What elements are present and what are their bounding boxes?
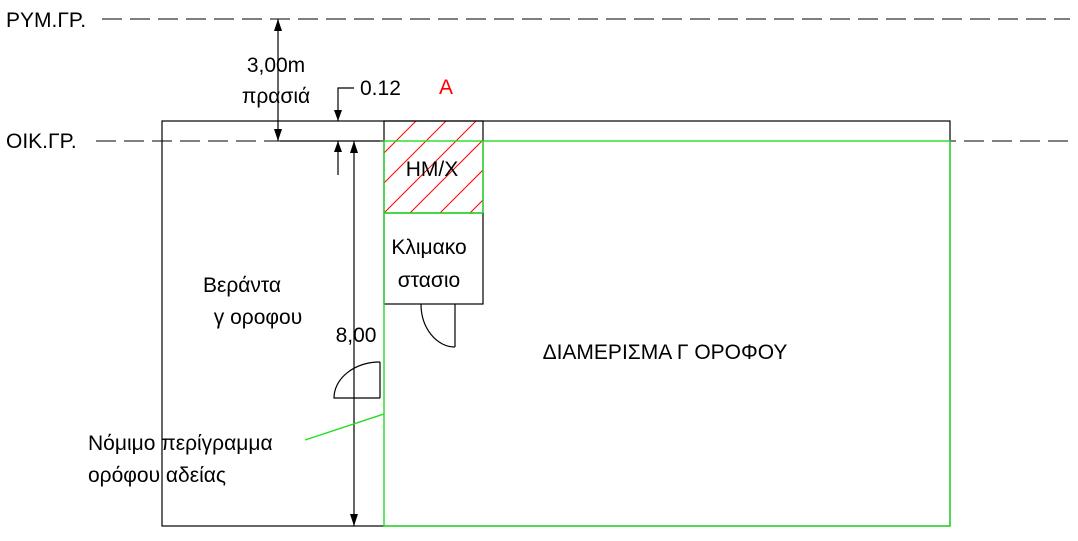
setback-label: πρασιά — [242, 85, 310, 108]
hatched-area-a — [384, 121, 483, 213]
apartment-label: ΔΙΑΜΕΡΙΣΜΑ Γ ΟΡΟΦΟΥ — [543, 341, 788, 364]
building-line-label: ΟΙΚ.ΓΡ. — [6, 130, 77, 153]
depth-value: 8,00 — [336, 324, 377, 347]
stair-label-2: στασιο — [398, 269, 460, 292]
veranda-door — [333, 361, 381, 399]
setback-dimension — [274, 19, 282, 141]
marker-a: A — [439, 76, 453, 99]
veranda-label-2: γ οροφου — [214, 306, 302, 329]
stair-label-1: Κλιμακο — [391, 236, 466, 259]
veranda-label-1: Βεράντα — [203, 274, 281, 297]
legal-outline-rect — [383, 140, 951, 527]
setback-value: 3,00m — [247, 54, 305, 77]
offset-value: 0.12 — [360, 77, 401, 100]
legal-outline-leader — [304, 413, 385, 441]
wc-label: ΗΜ/Χ — [406, 158, 459, 181]
depth-dimension — [350, 141, 358, 526]
offset-dimension — [280, 87, 380, 175]
legal-outline-label-2: ορόφου αδείας — [88, 464, 226, 487]
street-line-label: ΡΥΜ.ΓΡ. — [6, 9, 86, 32]
legal-outline-label-1: Νόμιμο περίγραμμα — [88, 432, 273, 455]
stair-door — [420, 303, 456, 348]
